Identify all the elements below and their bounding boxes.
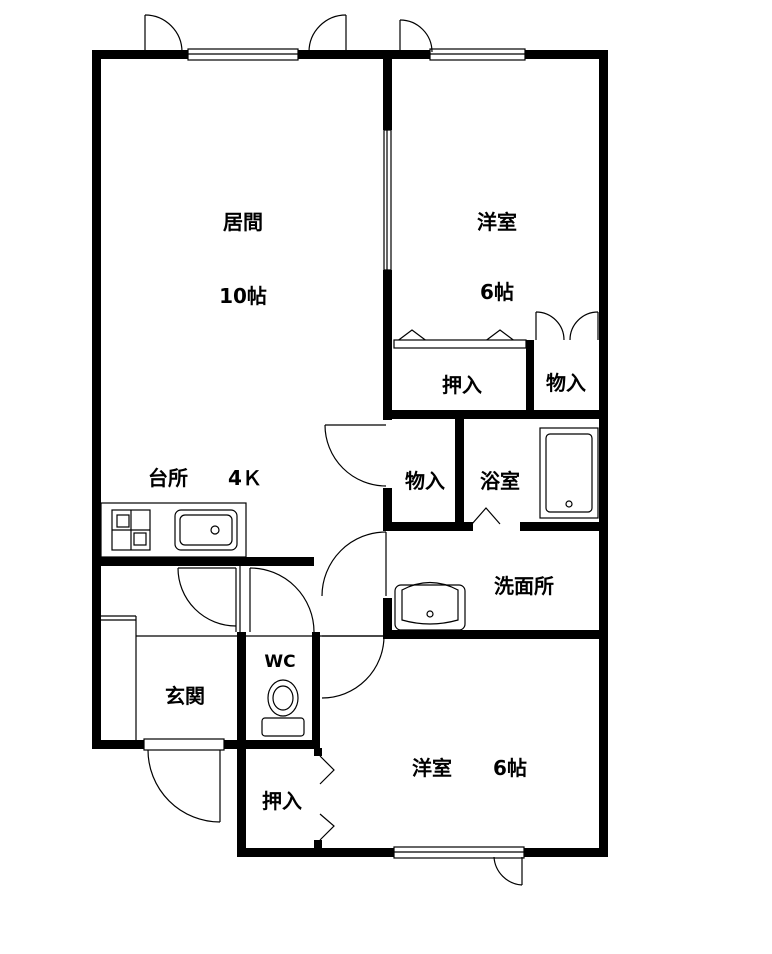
door-swing-icon bbox=[144, 14, 599, 886]
closet-top-right-label: 物入 bbox=[546, 371, 586, 395]
kitchen-name: 台所 bbox=[148, 466, 188, 490]
closet-mid-label: 物入 bbox=[405, 469, 445, 493]
washroom-label: 洗面所 bbox=[494, 574, 554, 598]
toilet-icon bbox=[261, 679, 305, 737]
window-icon bbox=[143, 48, 526, 859]
sink-icon bbox=[394, 581, 466, 631]
western-room-2-size: 6帖 bbox=[493, 756, 527, 780]
bathtub-icon bbox=[539, 427, 599, 519]
sink-icon bbox=[174, 509, 238, 551]
hall-lines bbox=[101, 566, 384, 740]
storage-1-label: 押入 bbox=[442, 373, 482, 397]
western-room-2-name: 洋室 bbox=[412, 756, 452, 780]
walls bbox=[92, 50, 608, 857]
western-room-1-size: 6帖 bbox=[480, 280, 514, 304]
room-labels: 居間 10帖 洋室 6帖 押入 物入 物入 浴室 台所 4Ｋ 洗面所 WC 玄関… bbox=[148, 210, 586, 813]
bath-label: 浴室 bbox=[480, 469, 520, 493]
kitchen-size: 4Ｋ bbox=[228, 466, 262, 490]
living-room-size: 10帖 bbox=[219, 284, 267, 308]
western-room-1-name: 洋室 bbox=[477, 210, 517, 234]
living-room-name: 居間 bbox=[223, 210, 263, 234]
entrance-label: 玄関 bbox=[165, 684, 205, 708]
wc-label: WC bbox=[264, 652, 295, 672]
storage-2-label: 押入 bbox=[262, 789, 302, 813]
